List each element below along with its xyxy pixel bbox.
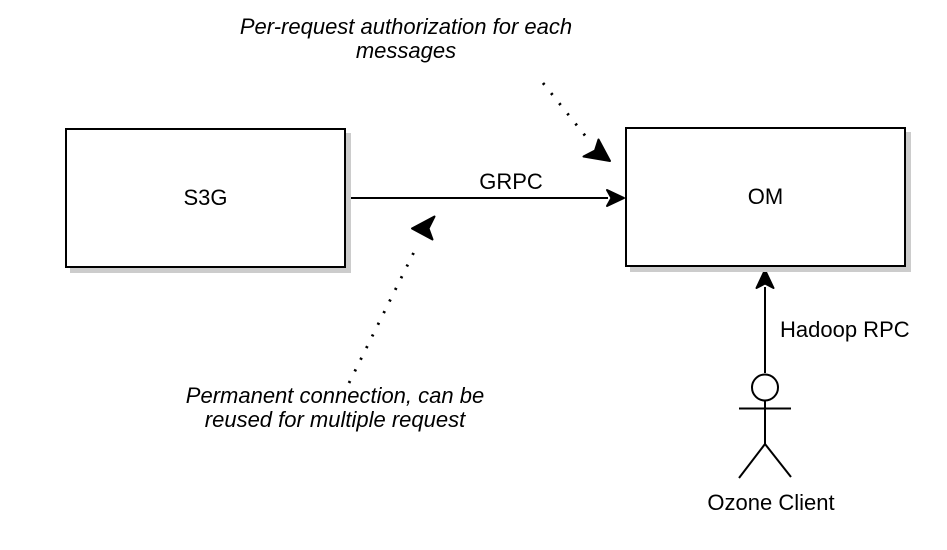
annotation-permanent-line1: Permanent connection, can be bbox=[185, 383, 485, 408]
permanent-dotted-line bbox=[347, 245, 419, 384]
per-request-dotted-arrow bbox=[541, 82, 611, 162]
actor-left-leg bbox=[738, 443, 766, 479]
annotation-permanent-connection: Permanent connection, can be reused for … bbox=[165, 384, 505, 432]
per-request-arrowhead-icon bbox=[582, 138, 611, 162]
hadoop-rpc-arrowhead-icon bbox=[755, 269, 775, 289]
annotation-per-request-line1: Per-request authorization for each bbox=[239, 14, 573, 39]
grpc-edge-label: GRPC bbox=[479, 169, 543, 194]
permanent-arrowhead-icon bbox=[411, 215, 436, 241]
per-request-dotted-line bbox=[541, 82, 593, 144]
node-s3g: S3G bbox=[65, 128, 346, 268]
node-om-label: OM bbox=[747, 184, 784, 209]
annotation-per-request: Per-request authorization for each messa… bbox=[236, 15, 576, 63]
annotation-per-request-line2: messages bbox=[355, 38, 457, 63]
annotation-permanent-line2: reused for multiple request bbox=[204, 407, 466, 432]
actor-head bbox=[751, 373, 779, 402]
actor-icon bbox=[738, 373, 792, 479]
hadoop-rpc-edge-label: Hadoop RPC bbox=[780, 317, 910, 342]
actor-label: Ozone Client bbox=[707, 490, 835, 515]
node-s3g-label: S3G bbox=[183, 185, 228, 210]
permanent-dotted-arrow bbox=[347, 215, 436, 384]
grpc-arrow bbox=[347, 189, 625, 207]
node-om: OM bbox=[625, 127, 906, 267]
actor-right-leg bbox=[764, 443, 792, 478]
hadoop-rpc-arrow bbox=[755, 269, 775, 373]
grpc-arrowhead-icon bbox=[606, 189, 625, 207]
